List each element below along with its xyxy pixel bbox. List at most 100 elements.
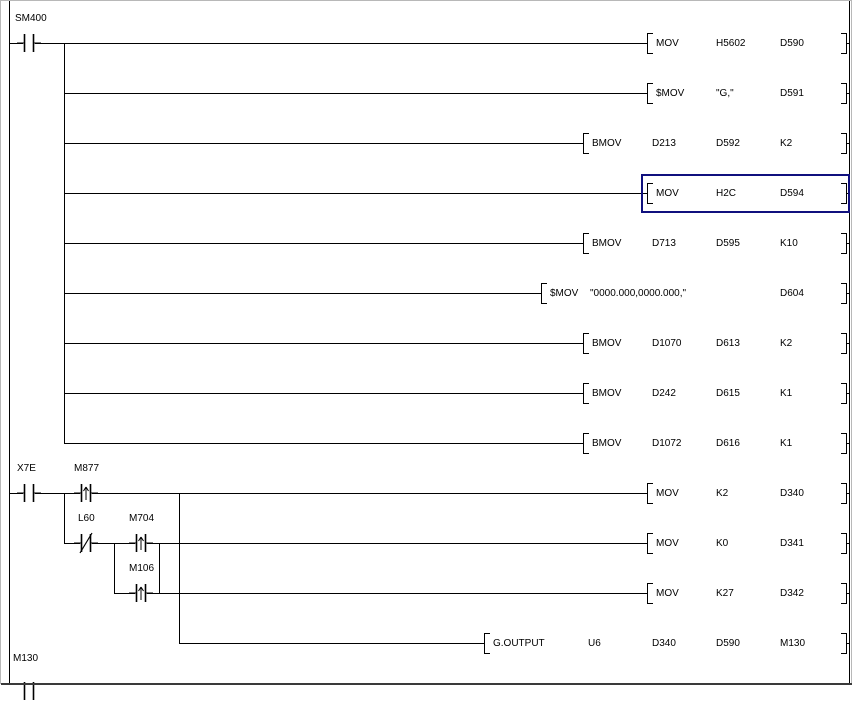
operand: D591 bbox=[780, 87, 804, 99]
bracket-close-icon bbox=[841, 382, 847, 404]
branch-wire bbox=[179, 493, 180, 644]
bracket-close-icon bbox=[841, 482, 847, 504]
bracket-open-icon bbox=[583, 232, 589, 254]
rung-wire bbox=[64, 393, 849, 394]
instruction-row[interactable]: MOV K2 D340 bbox=[647, 481, 847, 505]
instruction-row[interactable]: BMOV D242 D615 K1 bbox=[583, 381, 847, 405]
contact-label: L60 bbox=[78, 513, 95, 524]
operand: K2 bbox=[780, 137, 793, 149]
operand: H5602 bbox=[716, 37, 746, 49]
rung-wire bbox=[9, 43, 849, 44]
instruction-op: G.OUTPUT bbox=[493, 637, 545, 649]
rung-wire bbox=[64, 343, 849, 344]
bracket-close-icon bbox=[841, 82, 847, 104]
contact-no-icon[interactable] bbox=[17, 677, 41, 705]
bracket-close-icon bbox=[841, 32, 847, 54]
instruction-op: MOV bbox=[656, 537, 679, 549]
operand: D713 bbox=[652, 237, 676, 249]
bracket-open-icon bbox=[647, 182, 653, 204]
instruction-row[interactable]: BMOV D1070 D613 K2 bbox=[583, 331, 847, 355]
rung-wire bbox=[64, 193, 849, 194]
instruction-op: MOV bbox=[656, 587, 679, 599]
contact-pulse-icon[interactable] bbox=[129, 579, 153, 607]
instruction-op: MOV bbox=[656, 37, 679, 49]
bracket-open-icon bbox=[647, 32, 653, 54]
contact-pulse-icon[interactable] bbox=[129, 529, 153, 557]
operand: D213 bbox=[652, 137, 676, 149]
instruction-row[interactable]: BMOV D713 D595 K10 bbox=[583, 231, 847, 255]
operand: D242 bbox=[652, 387, 676, 399]
operand: D590 bbox=[780, 37, 804, 49]
operand: D595 bbox=[716, 237, 740, 249]
instruction-op: BMOV bbox=[592, 337, 622, 349]
instruction-op: BMOV bbox=[592, 237, 622, 249]
rung-wire bbox=[64, 543, 849, 544]
operand: D594 bbox=[780, 187, 804, 199]
instruction-op: $MOV bbox=[656, 87, 685, 99]
bracket-close-icon bbox=[841, 582, 847, 604]
operand: "G," bbox=[716, 87, 734, 99]
bracket-open-icon bbox=[647, 582, 653, 604]
contact-label: M106 bbox=[129, 563, 155, 574]
instruction-op: MOV bbox=[656, 187, 679, 199]
bracket-open-icon bbox=[583, 382, 589, 404]
operand: K1 bbox=[780, 387, 793, 399]
operand: D1072 bbox=[652, 437, 682, 449]
instruction-row[interactable]: MOV K0 D341 bbox=[647, 531, 847, 555]
contact-nc-icon[interactable] bbox=[74, 529, 98, 557]
bracket-close-icon bbox=[841, 632, 847, 654]
bracket-open-icon bbox=[583, 332, 589, 354]
bracket-close-icon bbox=[841, 182, 847, 204]
bracket-close-icon bbox=[841, 532, 847, 554]
rung-wire bbox=[64, 143, 849, 144]
rung-wire bbox=[64, 443, 849, 444]
operand: K1 bbox=[780, 437, 793, 449]
operand: K2 bbox=[780, 337, 793, 349]
bracket-close-icon bbox=[841, 432, 847, 454]
bracket-close-icon bbox=[841, 332, 847, 354]
bracket-open-icon bbox=[541, 282, 547, 304]
operand: D1070 bbox=[652, 337, 682, 349]
selection-cursor[interactable] bbox=[641, 174, 850, 213]
bracket-close-icon bbox=[841, 282, 847, 304]
operand: D592 bbox=[716, 137, 740, 149]
operand: D340 bbox=[780, 487, 804, 499]
operand: K10 bbox=[780, 237, 798, 249]
operand: K27 bbox=[716, 587, 734, 599]
bracket-close-icon bbox=[841, 132, 847, 154]
operand: D341 bbox=[780, 537, 804, 549]
operand: D604 bbox=[780, 287, 804, 299]
rung-wire bbox=[64, 293, 849, 294]
instruction-row[interactable]: $MOV "G," D591 bbox=[647, 81, 847, 105]
branch-wire bbox=[114, 543, 115, 594]
contact-label: M130 bbox=[13, 653, 39, 664]
bracket-close-icon bbox=[841, 232, 847, 254]
instruction-row[interactable]: G.OUTPUT U6 D340 D590 M130 bbox=[484, 631, 847, 655]
contact-label: M704 bbox=[129, 513, 155, 524]
contact-no-icon[interactable] bbox=[17, 479, 41, 507]
instruction-op: BMOV bbox=[592, 437, 622, 449]
operand: U6 bbox=[588, 637, 601, 649]
left-power-rail bbox=[9, 1, 10, 685]
operand: M130 bbox=[780, 637, 806, 649]
instruction-op: BMOV bbox=[592, 387, 622, 399]
contact-no-icon[interactable] bbox=[17, 29, 41, 57]
instruction-row[interactable]: MOV K27 D342 bbox=[647, 581, 847, 605]
operand: D613 bbox=[716, 337, 740, 349]
instruction-row-selected[interactable]: MOV H2C D594 bbox=[647, 181, 847, 205]
operand: "0000.000,0000.000," bbox=[590, 287, 687, 299]
instruction-op: MOV bbox=[656, 487, 679, 499]
instruction-op: BMOV bbox=[592, 137, 622, 149]
contact-pulse-icon[interactable] bbox=[74, 479, 98, 507]
right-power-rail bbox=[849, 1, 850, 685]
bracket-open-icon bbox=[647, 482, 653, 504]
operand: K2 bbox=[716, 487, 729, 499]
bracket-open-icon bbox=[583, 432, 589, 454]
instruction-row[interactable]: BMOV D213 D592 K2 bbox=[583, 131, 847, 155]
rung-wire bbox=[9, 493, 849, 494]
instruction-row[interactable]: MOV H5602 D590 bbox=[647, 31, 847, 55]
instruction-row[interactable]: BMOV D1072 D616 K1 bbox=[583, 431, 847, 455]
rung-wire bbox=[64, 243, 849, 244]
instruction-row[interactable]: $MOV "0000.000,0000.000," D604 bbox=[541, 281, 847, 305]
